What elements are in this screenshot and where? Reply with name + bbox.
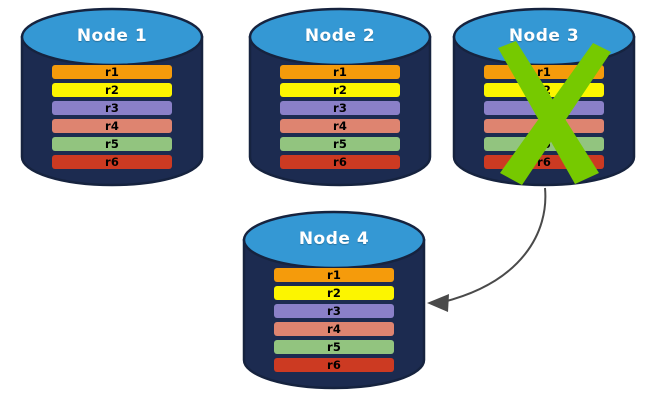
row-bar-r1: r1 <box>280 65 400 79</box>
row-bar-r4: r4 <box>274 322 394 336</box>
row-bar-r6: r6 <box>52 155 172 169</box>
row-bar-r3: r3 <box>52 101 172 115</box>
row-bar-r3: r3 <box>280 101 400 115</box>
row-bar-r5: r5 <box>274 340 394 354</box>
row-bar-r2: r2 <box>280 83 400 97</box>
row-bar-r3: r3 <box>274 304 394 318</box>
node-1-row-stack: r1 r2 r3 r4 r5 r6 <box>52 65 172 169</box>
row-bar-r5: r5 <box>52 137 172 151</box>
row-bar-r1: r1 <box>274 268 394 282</box>
row-bar-r4: r4 <box>52 119 172 133</box>
row-bar-r1: r1 <box>52 65 172 79</box>
node-4-row-stack: r1 r2 r3 r4 r5 r6 <box>274 268 394 372</box>
row-bar-r6: r6 <box>280 155 400 169</box>
node-2-row-stack: r1 r2 r3 r4 r5 r6 <box>280 65 400 169</box>
row-bar-r6: r6 <box>274 358 394 372</box>
row-bar-r4: r4 <box>280 119 400 133</box>
row-bar-r2: r2 <box>52 83 172 97</box>
row-bar-r2: r2 <box>274 286 394 300</box>
row-bar-r5: r5 <box>280 137 400 151</box>
